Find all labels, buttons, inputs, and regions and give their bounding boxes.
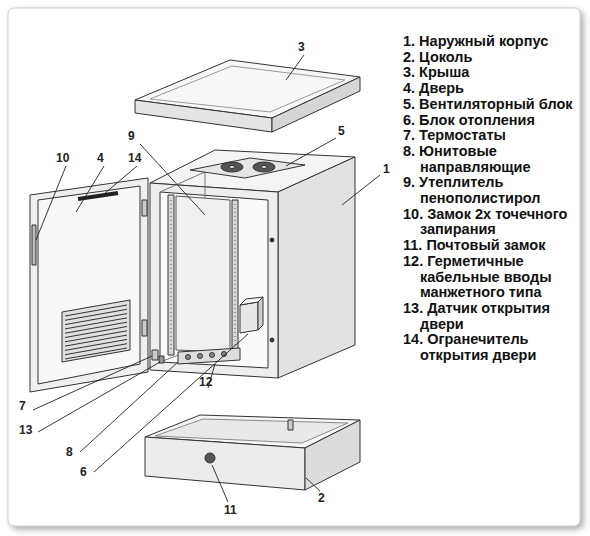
part-list-item: 2. Цоколь [403,50,583,66]
fan-unit [190,158,305,178]
callout-number: 10 [56,152,69,165]
leader-lines [33,55,380,502]
insulation-and-rails [168,195,238,355]
callout-number: 3 [298,41,305,54]
roof [135,60,360,132]
part-list-item: 5. Вентиляторный блок [403,97,583,113]
thermostat [152,350,158,360]
callout-number: 6 [80,466,87,479]
callout-number: 5 [338,125,345,138]
callout-number: 14 [128,152,141,165]
part-list-item: 13. Датчик открытия двери [403,301,583,332]
part-list-item: 14. Огранечитель открытия двери [403,332,583,363]
parts-list: 1. Наружный корпус2. Цоколь3. Крыша4. Дв… [403,34,583,364]
part-list-item: 4. Дверь [403,81,583,97]
part-list-item: 7. Термостаты [403,128,583,144]
part-list-item: 1. Наружный корпус [403,34,583,50]
part-list-item: 10. Замок 2х точечного запирания [403,207,583,238]
part-list-item: 3. Крыша [403,65,583,81]
callout-number: 2 [318,492,325,505]
callout-number: 7 [19,400,26,413]
part-list-item: 8. Юнитовые направляющие [403,144,583,175]
callout-number: 9 [128,130,135,143]
mail-lock [205,453,215,463]
callout-number: 8 [66,446,73,459]
part-list-item: 12. Герметичные кабельные вводы манжетно… [403,254,583,301]
heater-block [240,297,263,333]
part-list-item: 9. Утеплитель пенополистирол [403,175,583,206]
part-list-item: 11. Почтовый замок [403,238,583,254]
outer-body [150,150,355,378]
cable-glands [178,348,240,364]
plinth [145,415,360,490]
callout-number: 13 [19,424,32,437]
part-list-item: 6. Блок отопления [403,113,583,129]
callout-number: 4 [97,152,104,165]
callout-number: 11 [224,504,237,517]
callout-number: 12 [199,376,212,389]
callout-number: 1 [383,163,390,176]
